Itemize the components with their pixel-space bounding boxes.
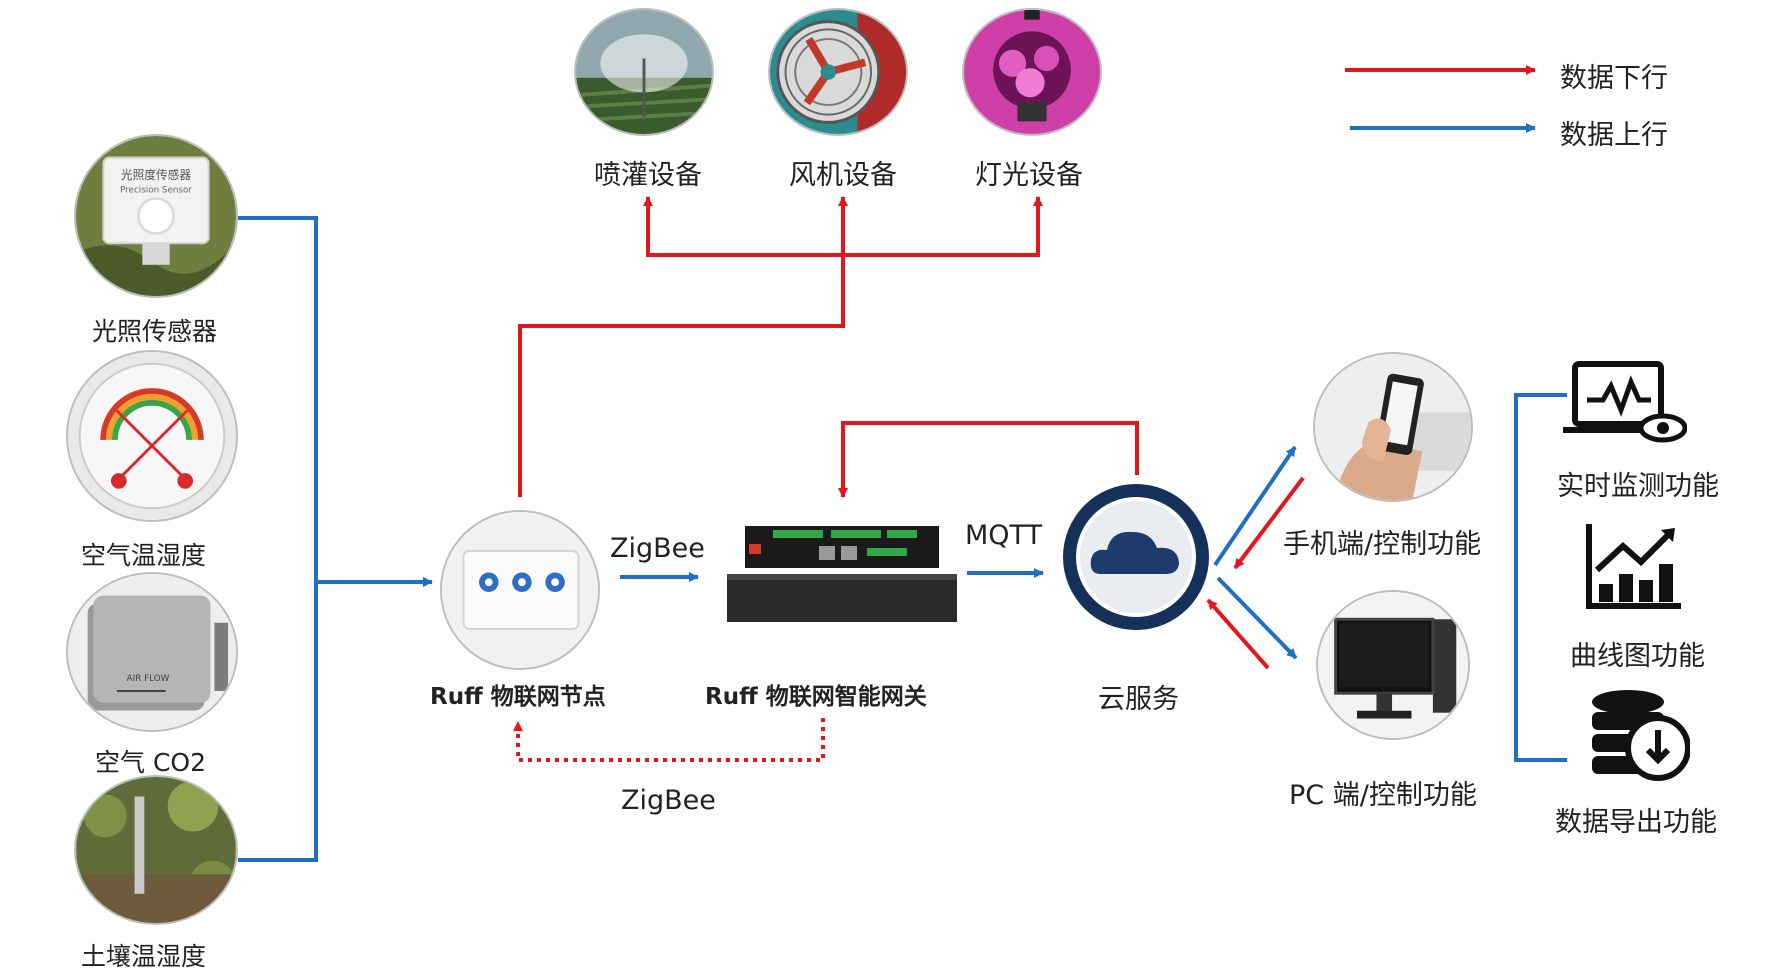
function-label-monitoring: 实时监测功能 bbox=[1557, 471, 1719, 502]
function-label-export: 数据导出功能 bbox=[1555, 807, 1717, 838]
pc-to-cloud-line bbox=[1206, 598, 1270, 670]
actuator-label-fan: 风机设备 bbox=[789, 160, 897, 191]
phone-photo bbox=[1313, 352, 1473, 502]
legend-uplink-label: 数据上行 bbox=[1560, 120, 1668, 151]
soil-sensor-photo bbox=[74, 775, 238, 925]
gateway-label: Ruff 物联网智能网关 bbox=[705, 684, 927, 710]
functions-bracket bbox=[1514, 393, 1567, 762]
monitor-photo bbox=[1316, 590, 1470, 740]
cloud-icon bbox=[1061, 482, 1211, 632]
co2-sensor-photo: AIR FLOW bbox=[66, 572, 238, 732]
bar-chart-icon bbox=[1583, 520, 1683, 612]
light-sensor-device-text: 光照度传感器 bbox=[121, 168, 191, 182]
actuator-label-light: 灯光设备 bbox=[975, 160, 1083, 191]
function-label-chart: 曲线图功能 bbox=[1570, 641, 1705, 672]
protocol-mqtt: MQTT bbox=[965, 520, 1043, 551]
cloud-to-gateway-line bbox=[838, 421, 1139, 498]
gateway-to-node-dotted bbox=[513, 718, 825, 762]
protocol-zigbee-down: ZigBee bbox=[621, 785, 716, 816]
cloud-to-phone-line bbox=[1213, 445, 1297, 567]
cloud-to-pc-line bbox=[1216, 576, 1298, 660]
client-label-pc: PC 端/控制功能 bbox=[1289, 780, 1477, 811]
sensor-label-co2: 空气 CO2 bbox=[95, 748, 206, 777]
hygrometer-photo bbox=[66, 350, 238, 522]
light-sensor-device-subtext: Precision Sensor bbox=[120, 186, 192, 196]
co2-device-text: AIR FLOW bbox=[127, 674, 170, 684]
monitor-eye-icon bbox=[1563, 360, 1688, 444]
sensor-label-soil: 土壤温湿度 bbox=[81, 942, 207, 971]
sprinkler-photo bbox=[574, 8, 714, 136]
actuator-bus-left bbox=[643, 196, 843, 257]
legend-downlink-label: 数据下行 bbox=[1560, 63, 1668, 94]
grow-light-photo bbox=[962, 8, 1102, 136]
client-label-phone: 手机端/控制功能 bbox=[1283, 529, 1482, 560]
node-label: Ruff 物联网节点 bbox=[430, 684, 606, 710]
node-to-actuators-line bbox=[518, 196, 848, 497]
phone-to-cloud-line bbox=[1233, 476, 1305, 570]
node-device-photo bbox=[440, 510, 600, 670]
fan-photo bbox=[768, 8, 908, 136]
light-sensor-photo: 光照度传感器 Precision Sensor bbox=[74, 134, 238, 298]
sensor-bus-line bbox=[238, 216, 318, 862]
actuator-bus-right bbox=[843, 196, 1043, 257]
actuator-label-sprinkler: 喷灌设备 bbox=[594, 160, 702, 191]
sensor-label-light: 光照传感器 bbox=[92, 317, 218, 346]
sensor-label-air-humidity: 空气温湿度 bbox=[81, 541, 207, 570]
cloud-label: 云服务 bbox=[1098, 684, 1179, 715]
protocol-zigbee-up: ZigBee bbox=[610, 533, 705, 564]
database-export-icon bbox=[1590, 688, 1691, 784]
gateway-device-photo bbox=[727, 524, 957, 624]
